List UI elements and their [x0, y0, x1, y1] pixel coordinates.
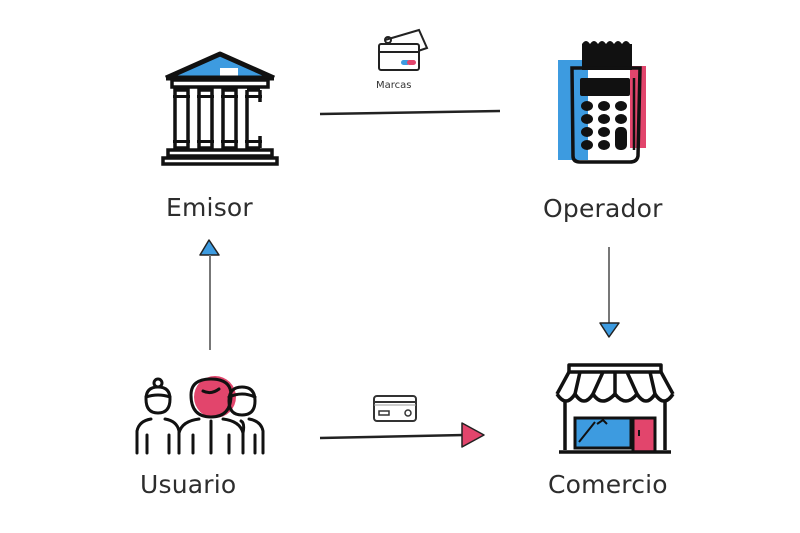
node-label-operador: Operador	[543, 194, 663, 223]
pos-terminal-icon	[558, 41, 646, 164]
arrow-operador-comercio	[599, 247, 620, 338]
arrow-usuario-emisor	[199, 239, 220, 350]
storefront-icon	[555, 363, 675, 454]
edge-label-marcas: Marcas	[376, 80, 412, 91]
node-label-usuario: Usuario	[140, 470, 237, 499]
cards-icon	[378, 28, 429, 71]
users-group-icon	[135, 376, 265, 455]
node-label-comercio: Comercio	[548, 470, 668, 499]
connector-emisor-operador	[319, 109, 501, 116]
credit-card-icon	[373, 395, 417, 422]
bank-building-icon	[161, 51, 279, 166]
node-label-emisor: Emisor	[166, 193, 253, 222]
arrow-usuario-comercio	[319, 422, 485, 448]
